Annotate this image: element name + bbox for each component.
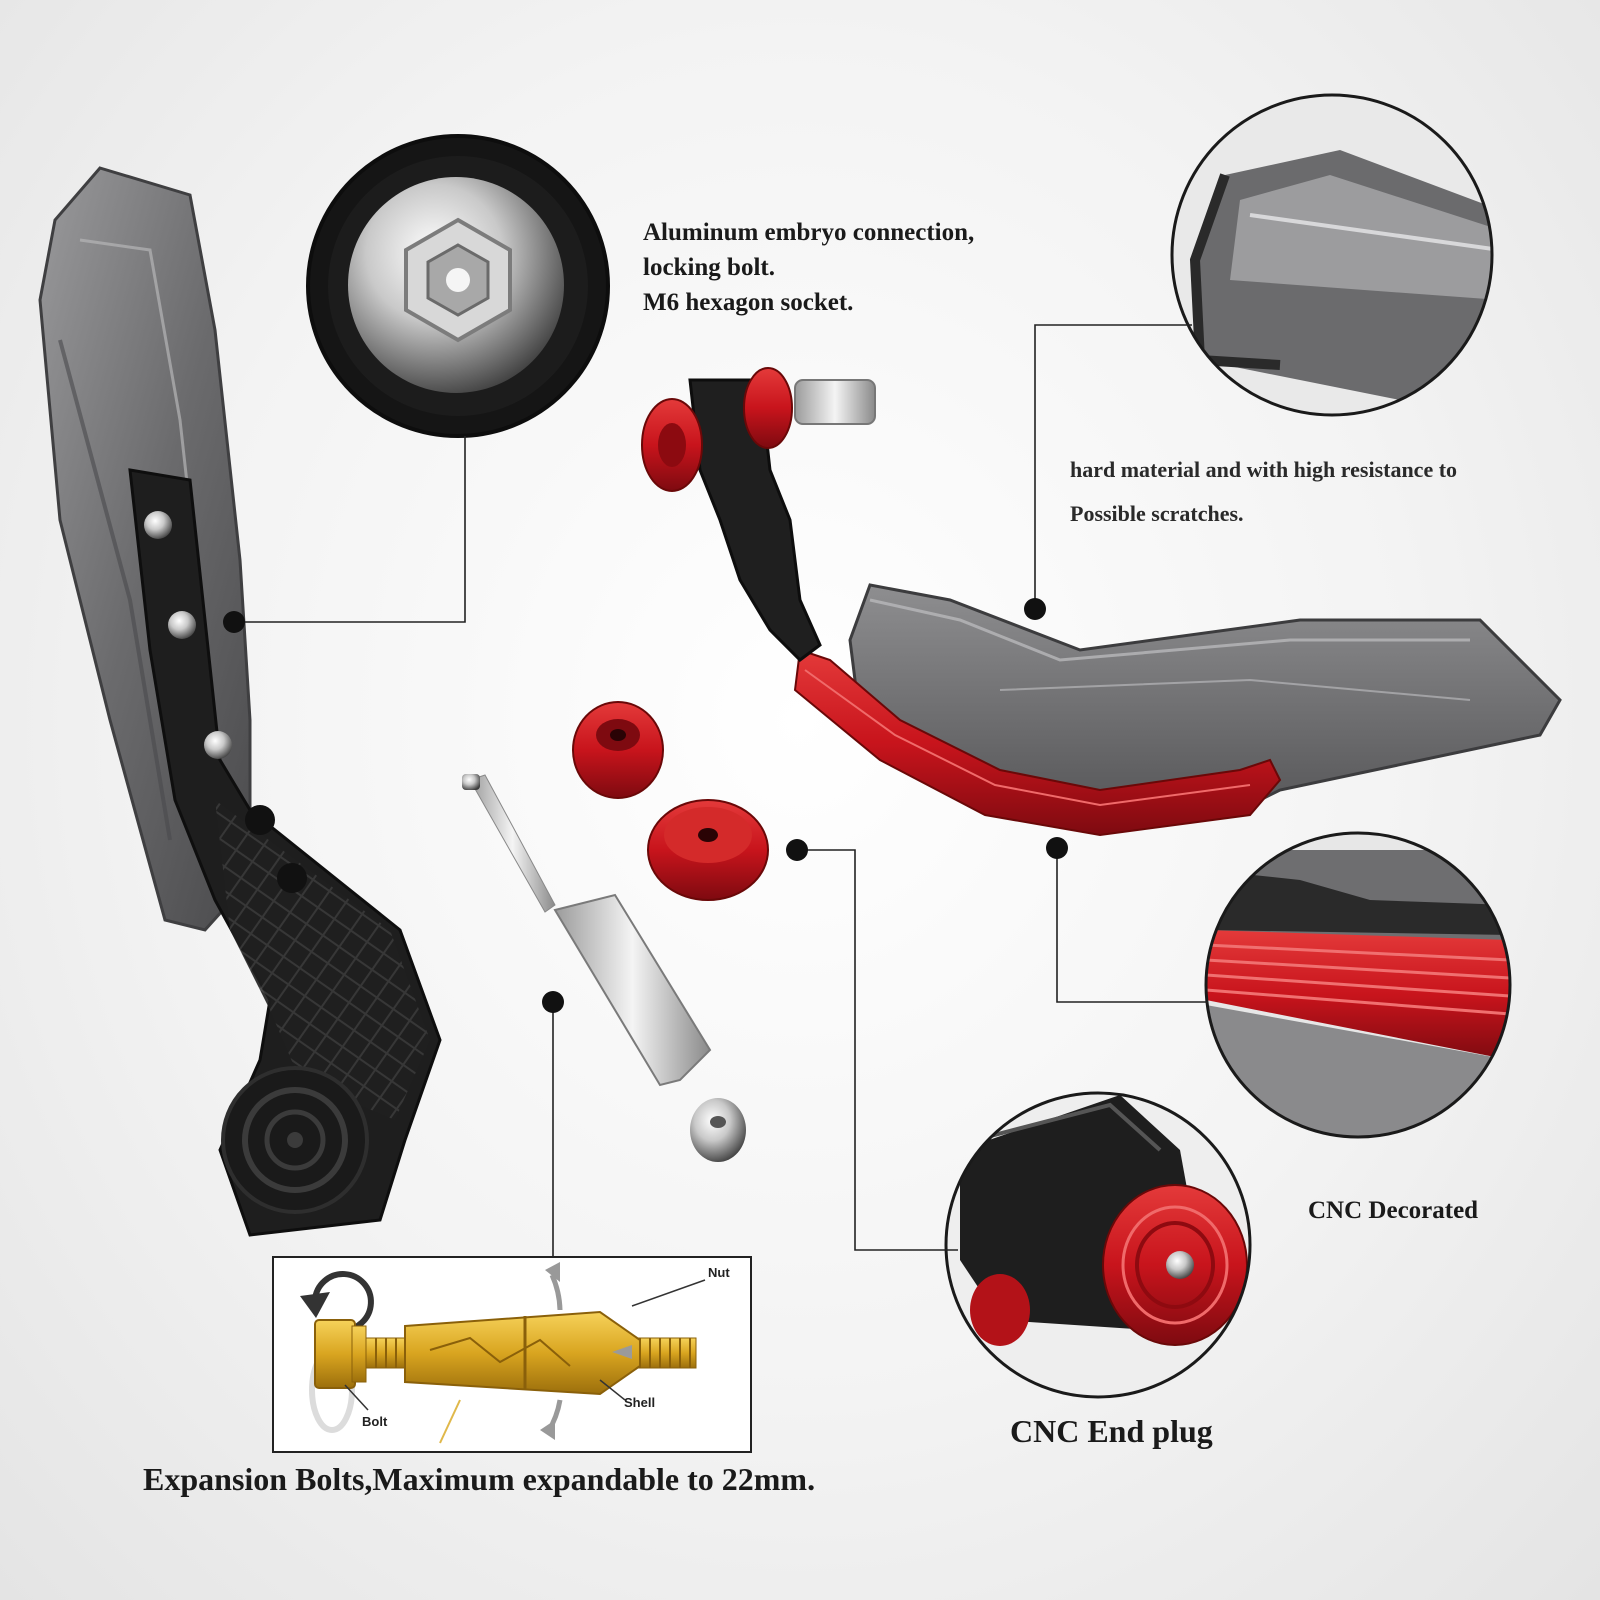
caption-line: M6 hexagon socket. — [643, 289, 854, 316]
label-nut: Nut — [708, 1265, 730, 1280]
zoom-circle-shield-tip — [1170, 93, 1494, 417]
long-bolt — [469, 774, 556, 913]
zoom-circle-cnc-trim — [1204, 831, 1512, 1139]
callout-dot-spacer — [786, 839, 808, 861]
callout-dot-bolt — [223, 611, 245, 633]
expansion-bolt-diagram: Nut Bolt Shell — [272, 1256, 752, 1453]
callout-lines — [234, 324, 1208, 1257]
right-handguard — [641, 367, 1562, 837]
black-lever-arm — [688, 378, 822, 662]
brass-bolt-head — [314, 1319, 356, 1389]
zoom-circle-end-plug — [944, 1091, 1252, 1399]
caption-aluminum-bolt: Aluminum embryo connection, locking bolt… — [643, 215, 974, 320]
hex-bolt-2 — [168, 611, 196, 639]
zoom-circle-bolt — [306, 134, 610, 438]
label-bolt: Bolt — [362, 1414, 388, 1429]
hex-bolt-3 — [204, 731, 232, 759]
callout-dots — [223, 598, 1068, 1013]
caption-material: hard material and with high resistance t… — [1070, 448, 1457, 536]
caption-line: hard material and with high resistance t… — [1070, 457, 1458, 482]
hex-bolt-1 — [144, 511, 172, 539]
caption-line: Aluminum embryo connection, — [643, 219, 975, 246]
red-cnc-trim — [793, 648, 1282, 837]
left-handguard — [38, 166, 442, 1237]
brass-shell — [404, 1310, 641, 1396]
chrome-nut — [690, 1098, 746, 1162]
loose-parts — [462, 701, 769, 1162]
caption-cnc-end-plug: CNC End plug — [1010, 1413, 1213, 1449]
callout-dot-shield — [1024, 598, 1046, 620]
red-adjuster-ring — [743, 367, 793, 449]
callout-dot-expander — [542, 991, 564, 1013]
caption-line: Possible scratches. — [1070, 501, 1244, 526]
steel-expander-bar — [794, 379, 876, 425]
callout-dot-trim — [1046, 837, 1068, 859]
label-shell: Shell — [624, 1395, 655, 1410]
expansion-shell — [553, 893, 712, 1087]
caption-expansion-bolts: Expansion Bolts,Maximum expandable to 22… — [143, 1461, 816, 1497]
rotate-arrow-icon — [312, 1271, 374, 1334]
caption-cnc-decorated: CNC Decorated — [1308, 1197, 1479, 1224]
caption-line: locking bolt. — [643, 254, 775, 281]
